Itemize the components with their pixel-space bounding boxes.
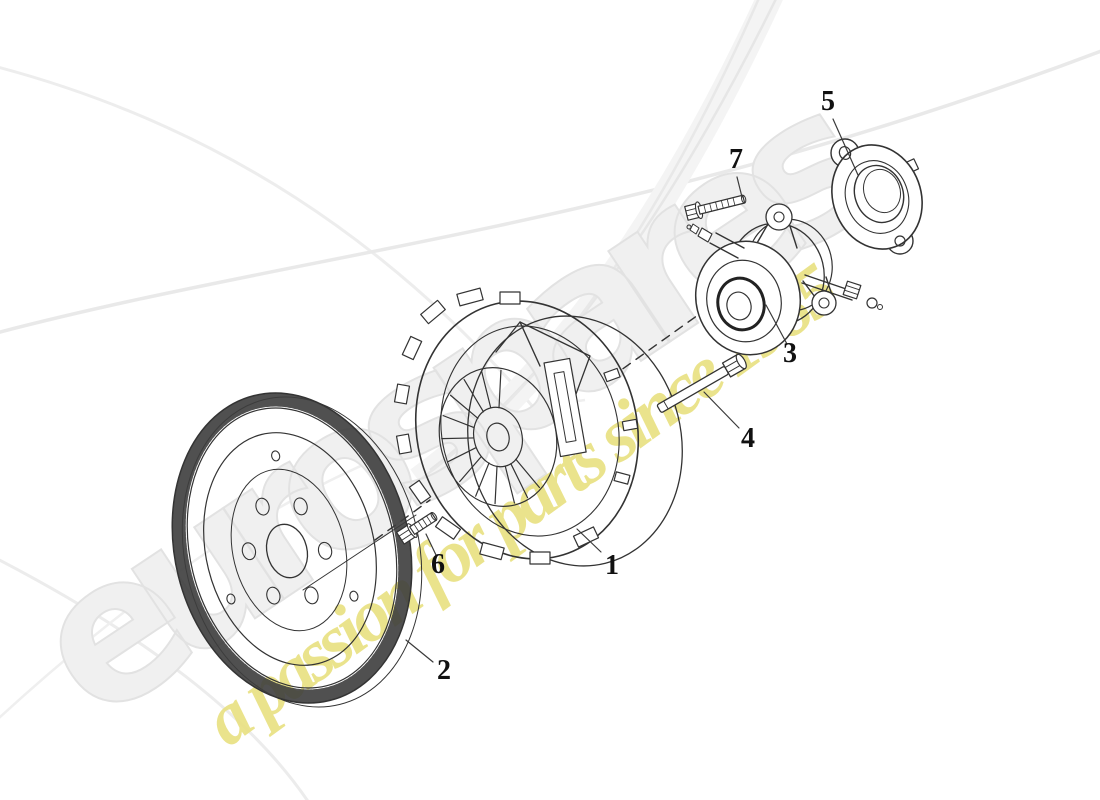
- release-slave-cylinder: [686, 203, 883, 356]
- callout-7[interactable]: 7: [729, 144, 743, 175]
- callout-3[interactable]: 3: [783, 338, 797, 369]
- cover-plate: [830, 138, 923, 255]
- watermark-brand-text: eurospares: [0, 44, 912, 765]
- small-bolt: [684, 194, 747, 221]
- long-bolt: [656, 353, 747, 413]
- callout-4[interactable]: 4: [741, 423, 755, 454]
- callout-leaders: [405, 118, 859, 663]
- callout-5[interactable]: 5: [821, 86, 835, 117]
- callout-6[interactable]: 6: [431, 549, 445, 580]
- clutch-cover: [393, 287, 683, 567]
- callout-2[interactable]: 2: [437, 655, 451, 686]
- callout-1[interactable]: 1: [605, 550, 619, 581]
- callout-labels: 1 2 3 4 5 6 7: [431, 86, 835, 686]
- flywheel-bolt: [396, 511, 438, 545]
